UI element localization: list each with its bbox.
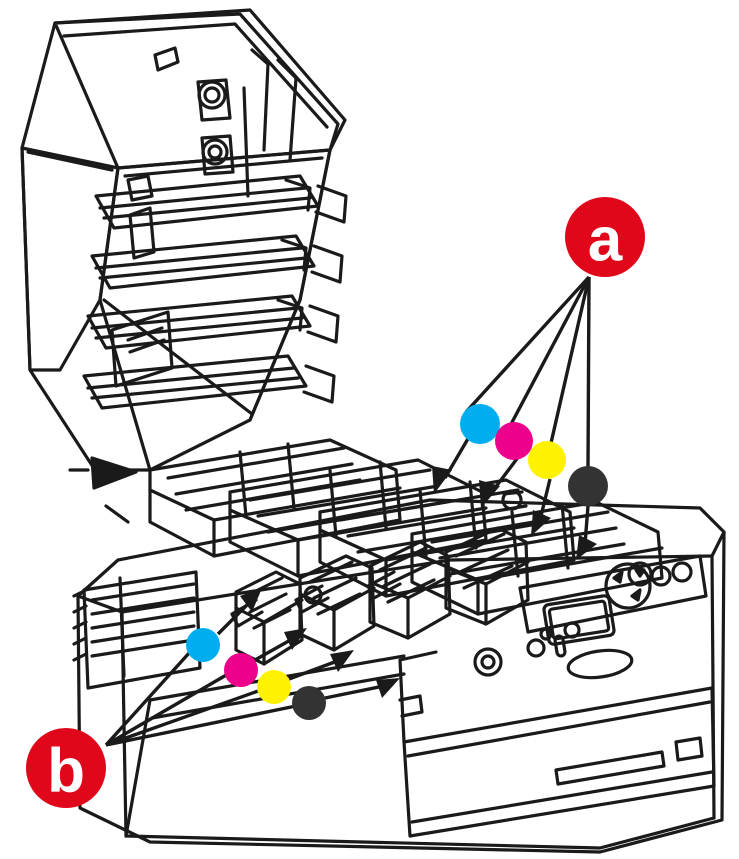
side-knob bbox=[473, 647, 503, 677]
led-indicator-2 bbox=[671, 561, 693, 583]
paper-tray bbox=[398, 650, 716, 838]
side-vent-grille bbox=[72, 570, 202, 690]
led-indicator-3 bbox=[539, 627, 553, 641]
callout-badge-a-label: a bbox=[588, 206, 623, 275]
marker-a-cyan bbox=[460, 404, 500, 444]
control-panel bbox=[473, 554, 708, 680]
image-drum-units bbox=[148, 438, 664, 616]
callout-badge-a-circle bbox=[565, 197, 645, 277]
marker-a-magenta bbox=[495, 422, 533, 460]
callout-badge-b: b bbox=[26, 728, 106, 808]
color-markers-group-a bbox=[460, 404, 608, 506]
callout-badge-b-label: b bbox=[47, 737, 85, 806]
led-indicator-1 bbox=[650, 565, 672, 587]
back-arrow-icon bbox=[612, 570, 624, 584]
marker-b-cyan bbox=[186, 628, 220, 662]
down-arrow-icon bbox=[630, 588, 642, 602]
marker-a-black bbox=[568, 466, 608, 506]
cover-inner-rails bbox=[82, 174, 348, 410]
alignment-triangle-marker bbox=[90, 456, 138, 490]
nav-button-cluster bbox=[604, 562, 652, 610]
callout-badge-a: a bbox=[565, 197, 645, 277]
color-markers-group-b bbox=[186, 628, 326, 720]
power-button bbox=[566, 648, 634, 680]
tray-handle-recess bbox=[554, 750, 666, 786]
marker-a-yellow bbox=[528, 441, 566, 479]
printer-body-group bbox=[20, 8, 726, 854]
callout-a-leaders bbox=[464, 275, 591, 469]
callout-b-arrowheads bbox=[240, 588, 400, 698]
marker-b-magenta bbox=[224, 653, 258, 687]
marker-b-yellow bbox=[257, 670, 291, 704]
lcd-screen bbox=[542, 594, 616, 646]
callout-b-arrows bbox=[216, 598, 385, 700]
callout-badge-b-circle bbox=[26, 728, 106, 808]
callout-a-arrowheads bbox=[432, 466, 597, 560]
toner-cartridge-units bbox=[230, 526, 530, 666]
enter-arrow-icon bbox=[634, 568, 646, 578]
marker-b-black bbox=[292, 686, 326, 720]
callout-b-leaders bbox=[104, 650, 297, 747]
